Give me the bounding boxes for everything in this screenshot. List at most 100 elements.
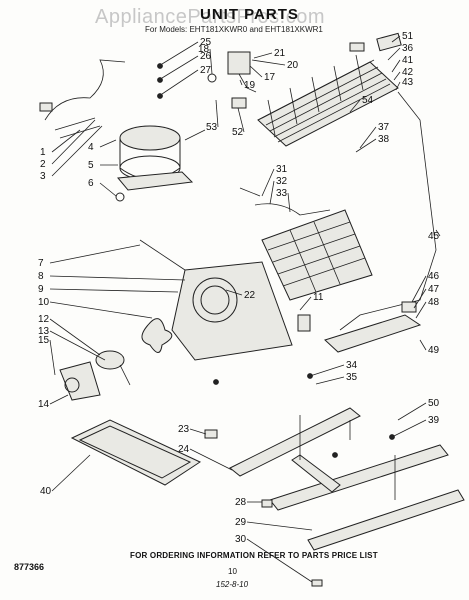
- callout-21: 21: [274, 48, 286, 59]
- grommet-icon: [115, 192, 125, 202]
- callout-leader-52: [237, 107, 245, 133]
- callout-42: 42: [402, 67, 414, 78]
- compressor: [117, 125, 206, 191]
- callout-15: 15: [38, 335, 50, 346]
- callout-7: 7: [38, 258, 44, 269]
- callout-leader-10: [49, 301, 153, 319]
- callout-3: 3: [40, 171, 46, 182]
- condenser-clip: [349, 42, 365, 52]
- screw-icon: [157, 63, 163, 69]
- callout-24: 24: [178, 444, 190, 455]
- callout-leader-39: [393, 419, 427, 437]
- callout-leader-13: [49, 330, 106, 361]
- callout-leader-27: [161, 69, 199, 95]
- callout-leader-33: [287, 192, 291, 213]
- callout-13: 13: [38, 326, 50, 337]
- drain-trough: [324, 314, 422, 353]
- callout-19: 19: [244, 80, 256, 91]
- condenser-coil: [257, 32, 437, 331]
- screw-icon: [213, 379, 219, 385]
- watermark: AppliancePartsPros.com: [95, 6, 325, 28]
- callout-leader-41: [391, 59, 401, 73]
- callout-52: 52: [232, 127, 244, 138]
- callout-11: 11: [313, 292, 324, 303]
- callout-leader-17: [249, 65, 263, 78]
- callout-8: 8: [38, 271, 44, 282]
- callout-2: 2: [40, 159, 46, 170]
- callout-12: 12: [38, 314, 50, 325]
- document-code: 877366: [14, 562, 45, 572]
- callout-26: 26: [200, 51, 212, 62]
- page-title: UNIT PARTS: [200, 6, 299, 23]
- defrost-timer: [401, 301, 417, 313]
- callout-47: 47: [428, 284, 440, 295]
- screw-icon: [157, 77, 163, 83]
- callout-leader-6: [99, 182, 117, 197]
- callout-leader-24: [189, 448, 233, 471]
- callout-38: 38: [378, 134, 390, 145]
- condenser-pad: [376, 32, 402, 52]
- callout-leader-54: [349, 99, 361, 113]
- callout-49: 49: [428, 345, 440, 356]
- page-number: 10: [228, 567, 237, 576]
- evaporator-coil: [239, 187, 373, 301]
- model-subtitle: For Models: EHT181XKWR0 and EHT181XKWR1: [145, 25, 323, 34]
- callout-31: 31: [276, 164, 288, 175]
- callout-leader-12: [49, 318, 101, 356]
- callout-48: 48: [428, 297, 440, 308]
- callout-leader-21: [253, 52, 273, 59]
- callout-25: 25: [200, 37, 212, 48]
- evaporator-fan-assembly: [59, 318, 173, 401]
- callout-28: 28: [235, 497, 247, 508]
- callout-leader-36: [387, 47, 401, 61]
- callout-53: 53: [206, 122, 218, 133]
- callout-leader-47: [413, 288, 427, 309]
- callout-39: 39: [428, 415, 440, 426]
- callout-leader-34: [309, 364, 345, 377]
- fan-blade: [141, 318, 173, 353]
- callout-34: 34: [346, 360, 358, 371]
- screw-icon: [332, 452, 338, 458]
- fan-shroud: [139, 239, 293, 361]
- callout-leader-23: [189, 428, 207, 435]
- clip: [311, 579, 323, 587]
- callout-41: 41: [402, 55, 414, 66]
- callout-leader-38: [355, 138, 377, 153]
- fan-motor: [95, 350, 125, 370]
- callout-leader-8: [49, 275, 186, 281]
- callout-leader-37: [359, 126, 377, 149]
- callout-leader-45: [435, 229, 441, 237]
- motor-bracket: [59, 361, 101, 401]
- callout-50: 50: [428, 398, 440, 409]
- callout-leader-15: [49, 339, 56, 376]
- fasteners: [115, 63, 417, 587]
- callout-leader-22: [225, 289, 243, 296]
- callout-40: 40: [40, 486, 52, 497]
- drain-pan: [70, 419, 202, 486]
- callout-18: 18: [198, 44, 210, 55]
- callout-9: 9: [38, 284, 44, 295]
- clip: [204, 429, 218, 439]
- callout-33: 33: [276, 188, 288, 199]
- callout-leader-11: [299, 296, 312, 311]
- thermostat-bracket: [297, 314, 311, 332]
- callout-leader-9: [49, 288, 179, 293]
- callout-leader-19: [239, 79, 243, 86]
- ordering-info: FOR ORDERING INFORMATION REFER TO PARTS …: [130, 551, 378, 560]
- callout-36: 36: [402, 43, 414, 54]
- callout-leader-40: [51, 454, 91, 492]
- callout-leader-4: [99, 139, 117, 148]
- callout-leader-46: [411, 275, 427, 303]
- callout-22: 22: [244, 290, 256, 301]
- base-frame: [229, 407, 465, 551]
- callout-leader-7: [49, 244, 141, 264]
- callout-leader-48: [415, 301, 427, 319]
- callout-leader-49: [419, 339, 427, 351]
- callout-leader-2: [51, 119, 96, 165]
- callout-leader-29: [246, 521, 313, 531]
- callout-leader-30: [246, 538, 313, 583]
- callout-37: 37: [378, 122, 390, 133]
- callout-leader-53: [215, 99, 219, 128]
- callout-10: 10: [38, 297, 50, 308]
